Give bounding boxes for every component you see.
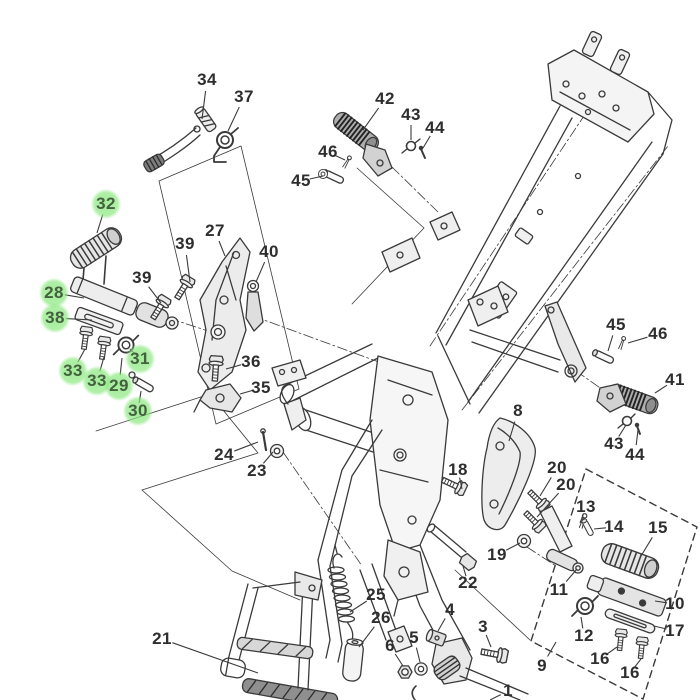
footrest-41-assembly	[544, 301, 661, 435]
part-callout-17: 17	[665, 621, 685, 640]
part-callout-18: 18	[448, 460, 468, 479]
part-callout-35: 35	[251, 378, 271, 397]
collar-26	[342, 638, 364, 682]
part-callout-46: 46	[648, 324, 668, 343]
kit-box-9	[530, 468, 698, 700]
main-frame	[241, 343, 471, 700]
part-callout-45: 45	[606, 315, 626, 334]
part-callout-9: 9	[537, 656, 547, 675]
part-callout-4: 4	[445, 600, 455, 619]
part-callout-14: 14	[604, 517, 624, 536]
part-callout-42: 42	[375, 89, 395, 108]
spring-25	[327, 544, 356, 641]
part-callout-5: 5	[409, 628, 419, 647]
part-callout-34: 34	[197, 70, 217, 89]
part-callout-22: 22	[458, 573, 478, 592]
bracket-8-group	[426, 417, 552, 572]
part-callout-46: 46	[318, 142, 338, 161]
part-callout-3: 3	[478, 617, 488, 636]
part-callout-20: 20	[547, 458, 567, 477]
part-callout-15: 15	[648, 518, 668, 537]
part-callout-30: 30	[118, 391, 158, 431]
part-callout-41: 41	[665, 370, 685, 389]
leader-lines	[64, 90, 668, 700]
rear-subframe	[381, 30, 673, 414]
part-callout-36: 36	[241, 352, 261, 371]
part-callout-20: 20	[556, 475, 576, 494]
part-callout-38: 38	[35, 298, 75, 338]
part-callout-25: 25	[366, 585, 386, 604]
part-callout-21: 21	[152, 629, 172, 648]
part-callout-32: 32	[86, 184, 126, 224]
part-callout-40: 40	[259, 242, 279, 261]
part-callout-43: 43	[604, 434, 624, 453]
part-callout-19: 19	[487, 545, 507, 564]
part-callout-16: 16	[590, 649, 610, 668]
part-callout-31: 31	[120, 339, 160, 379]
part-callout-10: 10	[665, 594, 685, 613]
side-stand	[397, 628, 529, 700]
part-callout-39: 39	[175, 234, 195, 253]
front-footrest-left	[66, 223, 179, 394]
part-callout-16: 16	[620, 663, 640, 682]
shift-pedal	[143, 106, 239, 173]
part-callout-44: 44	[625, 445, 645, 464]
footrest-42-assembly	[317, 108, 426, 185]
bracket-27-group	[146, 237, 285, 459]
part-callout-24: 24	[214, 445, 234, 464]
part-callout-26: 26	[371, 608, 391, 627]
part-callout-13: 13	[576, 497, 596, 516]
part-callout-44: 44	[425, 118, 445, 137]
part-callout-8: 8	[513, 401, 523, 420]
part-callout-37: 37	[234, 87, 254, 106]
part-callout-45: 45	[291, 171, 311, 190]
part-callout-23: 23	[247, 461, 267, 480]
part-callout-43: 43	[401, 105, 421, 124]
part-callout-11: 11	[549, 580, 569, 599]
part-callout-39: 39	[132, 268, 152, 287]
part-callout-6: 6	[385, 636, 395, 655]
centre-stand	[220, 544, 364, 691]
part-callout-12: 12	[574, 626, 594, 645]
part-callout-1: 1	[503, 681, 513, 700]
part-callout-27: 27	[205, 221, 225, 240]
